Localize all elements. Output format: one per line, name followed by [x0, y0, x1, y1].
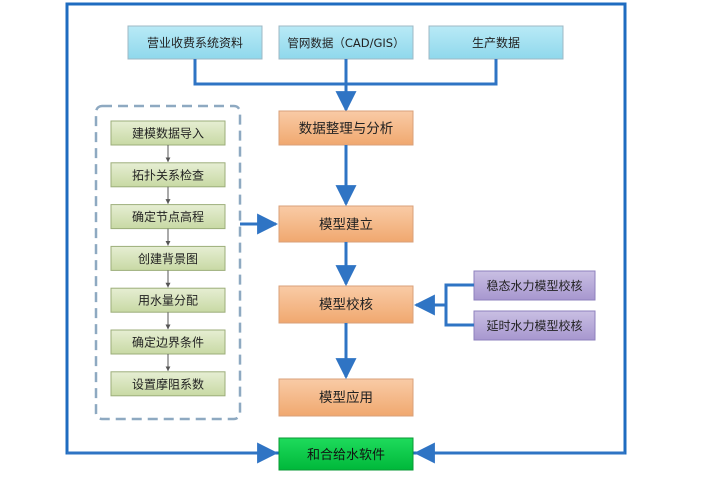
- extended-calibration-label: 延时水力模型校核: [486, 318, 582, 333]
- software-box: 和合给水软件: [278, 437, 414, 471]
- calibrate-label: 模型校核: [319, 296, 373, 313]
- organize-label: 数据整理与分析: [299, 121, 394, 137]
- build-step-label: 建模数据导入: [132, 126, 204, 141]
- build-step-label: 确定节点高程: [132, 209, 204, 224]
- build-step-box: 确定边界条件: [110, 329, 226, 355]
- extended-calibration-box: 延时水力模型校核: [473, 310, 596, 341]
- build-step-box: 用水量分配: [110, 287, 226, 313]
- build-step-label: 拓扑关系检查: [132, 167, 204, 182]
- build-step-box: 确定节点高程: [110, 204, 226, 230]
- source-production-box: 生产数据: [428, 25, 564, 60]
- source-pipe-network-box: 管网数据（CAD/GIS）: [278, 25, 414, 60]
- steady-calibration-box: 稳态水力模型校核: [473, 270, 596, 301]
- build-label: 模型建立: [319, 217, 373, 233]
- steady-calibration-label: 稳态水力模型校核: [486, 278, 582, 293]
- build-step-box: 建模数据导入: [110, 120, 226, 146]
- build-step-label: 设置摩阻系数: [132, 376, 204, 391]
- build-step-label: 确定边界条件: [132, 335, 204, 350]
- organize-box: 数据整理与分析: [278, 110, 414, 146]
- build-step-box: 创建背景图: [110, 245, 226, 271]
- source-billing-label: 营业收费系统资料: [147, 36, 243, 50]
- apply-box: 模型应用: [278, 378, 414, 417]
- calibration-connectors: [413, 283, 474, 327]
- build-steps-container: [94, 104, 242, 421]
- build-step-label: 用水量分配: [138, 294, 198, 308]
- source-production-label: 生产数据: [472, 35, 520, 50]
- source-pipe-network-label: 管网数据（CAD/GIS）: [287, 36, 404, 50]
- calibrate-box: 模型校核: [278, 285, 414, 324]
- source-billing-box: 营业收费系统资料: [127, 25, 263, 60]
- source-connectors: [193, 59, 498, 113]
- build-step-box: 设置摩阻系数: [110, 371, 226, 397]
- build-step-box: 拓扑关系检查: [110, 162, 226, 188]
- build-box: 模型建立: [278, 205, 414, 243]
- software-label: 和合给水软件: [307, 448, 385, 463]
- build-step-label: 创建背景图: [138, 252, 198, 266]
- apply-label: 模型应用: [319, 389, 373, 406]
